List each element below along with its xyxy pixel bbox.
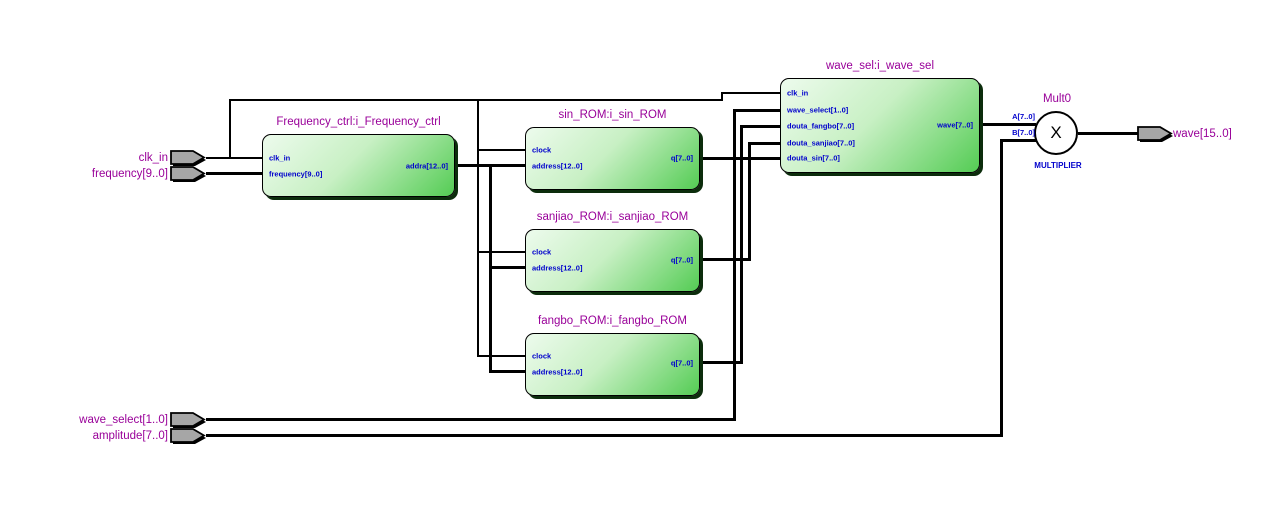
input-pin-label-frequency: frequency[9..0] xyxy=(91,168,168,180)
wire-clk-top xyxy=(229,99,723,101)
port-sin-rom-clock: clock xyxy=(532,145,552,155)
wire-clk-sanjiao xyxy=(477,251,526,253)
port-sin-rom-q: q[7..0] xyxy=(670,153,693,163)
block-wave-sel[interactable] xyxy=(780,78,980,173)
block-title-wave-sel: wave_sel:i_wave_sel xyxy=(825,60,935,72)
input-pin-amplitude[interactable] xyxy=(170,428,207,445)
wire-clk-jog-vert xyxy=(721,92,723,101)
port-wave-sel-douta-sanjiao: douta_sanjiao[7..0] xyxy=(787,138,855,148)
wire-addra-fangbo xyxy=(489,370,526,373)
port-wave-sel-douta-fangbo: douta_fangbo[7..0] xyxy=(787,121,855,131)
wire-waveselect-riser xyxy=(733,109,736,421)
wire-wave-to-a xyxy=(980,123,1036,126)
wire-clk-pin xyxy=(206,157,263,159)
port-fangbo-rom-address: address[12..0] xyxy=(532,367,583,377)
wire-amplitude-to-b xyxy=(1000,139,1038,142)
wire-amplitude-riser xyxy=(1000,139,1003,437)
multiply-icon: X xyxy=(1050,123,1062,142)
port-sanjiao-rom-q: q[7..0] xyxy=(670,255,693,265)
output-pin-label-wave: wave[15..0] xyxy=(1173,128,1232,140)
port-fangbo-rom-q: q[7..0] xyxy=(670,358,693,368)
block-title-fangbo-rom: fangbo_ROM:i_fangbo_ROM xyxy=(538,315,687,327)
wire-amplitude-horiz xyxy=(206,434,1003,437)
port-wave-sel-wave-select: wave_select[1..0] xyxy=(787,105,849,115)
multiplier-type-label: MULTIPLIER xyxy=(1034,161,1082,170)
multiplier-symbol[interactable]: X xyxy=(1034,111,1078,155)
wire-addra-sanjiao xyxy=(489,266,526,269)
block-title-sanjiao-rom: sanjiao_ROM:i_sanjiao_ROM xyxy=(536,211,689,223)
input-pin-wave-select[interactable] xyxy=(170,412,207,429)
input-pin-clk-in[interactable] xyxy=(170,150,207,167)
wire-clk-sin xyxy=(477,149,526,151)
multiplier-title: Mult0 xyxy=(1042,93,1072,105)
input-pin-frequency[interactable] xyxy=(170,166,207,183)
wire-waveselect-horiz xyxy=(206,418,736,421)
wire-clk-fangbo xyxy=(477,355,526,357)
block-title-frequency-ctrl: Frequency_ctrl:i_Frequency_ctrl xyxy=(276,116,441,128)
port-fangbo-rom-clock: clock xyxy=(532,351,552,361)
block-frequency-ctrl[interactable] xyxy=(262,134,455,197)
port-wave-sel-douta-sin: douta_sin[7..0] xyxy=(787,153,840,163)
block-title-sin-rom: sin_ROM:i_sin_ROM xyxy=(558,109,667,121)
input-pin-label-clk-in: clk_in xyxy=(138,152,168,164)
multiplier-port-a: A[7..0] xyxy=(1012,112,1035,121)
wire-fangbo-q xyxy=(700,361,742,364)
wire-fangbo-port xyxy=(740,125,780,128)
wire-frequency-pin xyxy=(206,172,263,175)
wire-clk-riser xyxy=(229,99,231,158)
wire-clk-dist-vert xyxy=(477,99,479,357)
port-sanjiao-rom-clock: clock xyxy=(532,247,552,257)
port-wave-sel-clk-in: clk_in xyxy=(787,88,809,98)
wire-mult-out xyxy=(1078,132,1139,135)
wire-sanjiao-q xyxy=(700,258,750,261)
block-sin-rom[interactable] xyxy=(525,127,700,190)
port-sin-rom-address: address[12..0] xyxy=(532,161,583,171)
wire-clk-to-wavesel xyxy=(721,92,781,94)
block-fangbo-rom[interactable] xyxy=(525,333,700,396)
wire-fangbo-riser xyxy=(740,125,743,364)
port-frequency-ctrl-frequency: frequency[9..0] xyxy=(269,169,323,179)
wire-waveselect-port xyxy=(733,109,780,112)
multiplier-port-b: B[7..0] xyxy=(1012,128,1035,137)
input-pin-label-amplitude: amplitude[7..0] xyxy=(92,430,168,442)
block-sanjiao-rom[interactable] xyxy=(525,229,700,292)
port-sanjiao-rom-address: address[12..0] xyxy=(532,263,583,273)
port-frequency-ctrl-addra: addra[12..0] xyxy=(405,161,448,171)
port-frequency-ctrl-clk-in: clk_in xyxy=(269,153,291,163)
output-pin-wave[interactable] xyxy=(1137,126,1174,143)
wire-sanjiao-port xyxy=(748,142,780,145)
port-wave-sel-wave: wave[7..0] xyxy=(937,120,973,130)
wire-sanjiao-riser xyxy=(748,142,751,261)
input-pin-label-wave-select: wave_select[1..0] xyxy=(79,414,168,426)
